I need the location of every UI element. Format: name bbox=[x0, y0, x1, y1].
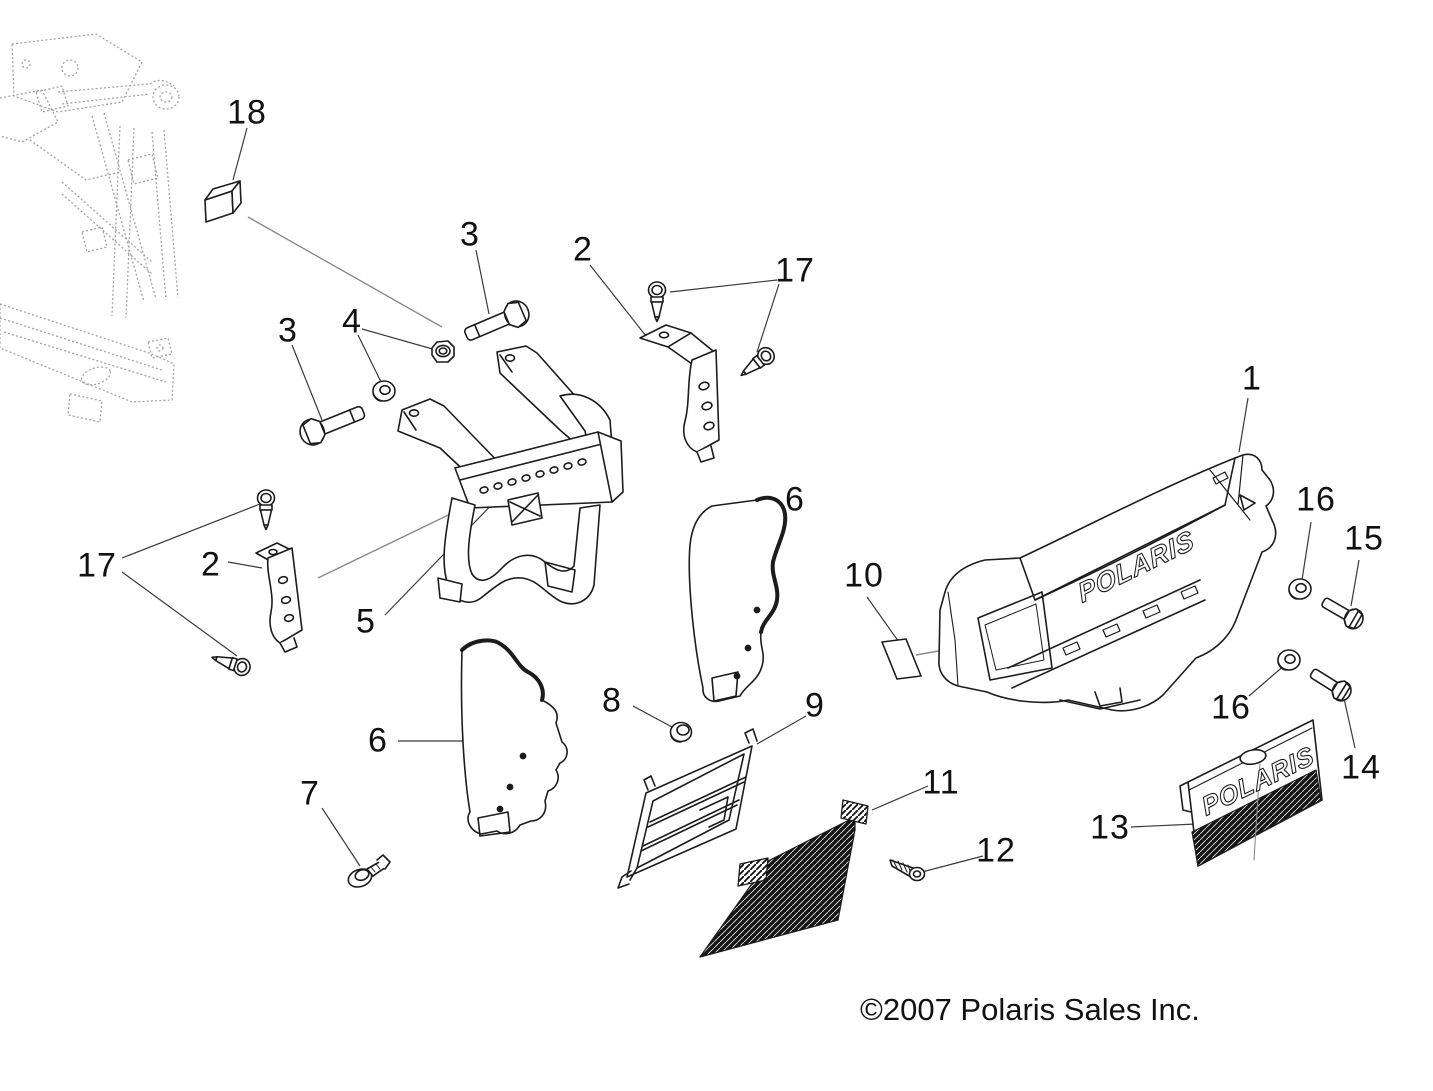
decal-part bbox=[881, 638, 922, 680]
spacer-block-part bbox=[204, 180, 242, 223]
bolt-part bbox=[1317, 592, 1368, 633]
bolt-part bbox=[1305, 663, 1356, 706]
callout-13: 13 bbox=[1090, 808, 1130, 847]
callout-10: 10 bbox=[844, 556, 884, 595]
callout-8: 8 bbox=[602, 681, 622, 720]
callout-5: 5 bbox=[356, 602, 376, 641]
callout-2-upper: 2 bbox=[573, 230, 593, 269]
washer-part bbox=[1277, 649, 1301, 671]
washer-part bbox=[372, 380, 396, 402]
screw-part bbox=[889, 859, 926, 882]
mounting-bracket-part bbox=[639, 324, 720, 463]
side-panel-part bbox=[688, 495, 788, 703]
screw-part bbox=[647, 281, 667, 323]
callout-7: 7 bbox=[300, 774, 320, 813]
callout-2-left: 2 bbox=[201, 545, 221, 584]
callout-16-lower: 16 bbox=[1211, 688, 1251, 727]
mesh-screen-part bbox=[699, 799, 869, 958]
callout-17-right: 17 bbox=[775, 251, 815, 290]
callout-1: 1 bbox=[1242, 359, 1262, 398]
grille-frame-part bbox=[617, 728, 758, 889]
callout-11: 11 bbox=[922, 763, 960, 802]
front-grille-part: POLARIS bbox=[1179, 719, 1323, 867]
washer-part bbox=[1288, 578, 1312, 600]
callout-17-left: 17 bbox=[77, 546, 117, 585]
rivet-part bbox=[347, 854, 391, 888]
callout-4: 4 bbox=[342, 302, 362, 341]
side-panel-part bbox=[460, 638, 568, 837]
copyright-notice: ©2007 Polaris Sales Inc. bbox=[860, 992, 1200, 1027]
mounting-bracket-part bbox=[255, 542, 303, 653]
grommet-part bbox=[669, 721, 693, 743]
callout-12: 12 bbox=[976, 831, 1016, 870]
callout-3-left: 3 bbox=[278, 311, 298, 350]
nut-part bbox=[431, 340, 455, 363]
callout-14: 14 bbox=[1341, 748, 1381, 787]
screw-part bbox=[735, 343, 779, 383]
chassis-frame-ghost bbox=[0, 33, 180, 423]
bolt-part bbox=[460, 296, 534, 349]
callout-6-right: 6 bbox=[785, 480, 805, 519]
callout-16-upper: 16 bbox=[1296, 480, 1336, 519]
callout-6-left: 6 bbox=[368, 721, 388, 760]
leader-lines bbox=[121, 127, 1360, 873]
screw-part bbox=[208, 648, 254, 679]
front-fascia-part: POLARIS bbox=[938, 453, 1277, 712]
callout-18: 18 bbox=[227, 93, 267, 132]
callout-15: 15 bbox=[1344, 519, 1384, 558]
bolt-part bbox=[295, 398, 369, 450]
screw-part bbox=[256, 489, 276, 531]
callout-3-upper: 3 bbox=[460, 215, 480, 254]
bumper-weldment-part bbox=[397, 345, 624, 605]
callout-9: 9 bbox=[805, 686, 825, 725]
